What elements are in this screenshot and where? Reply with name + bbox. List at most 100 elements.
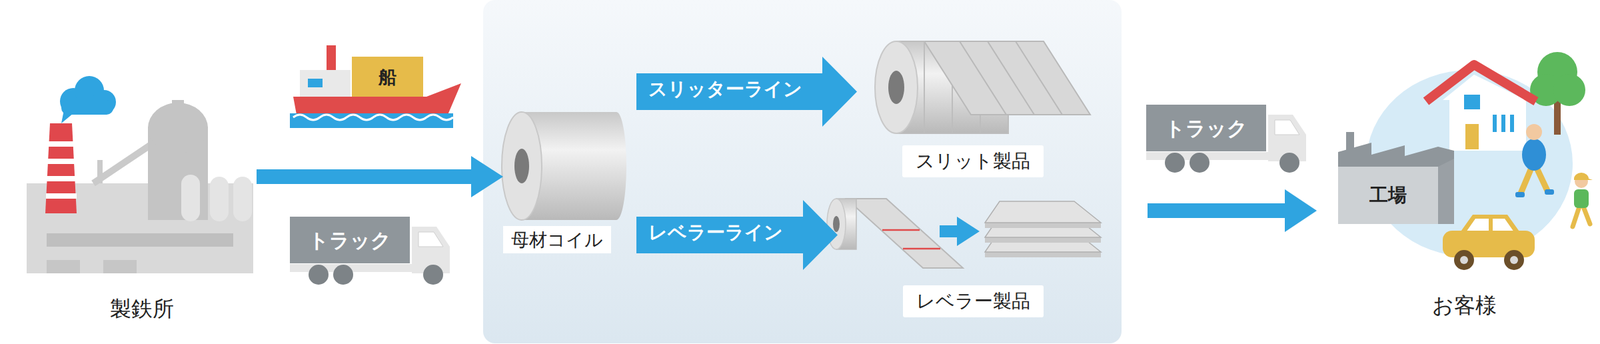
customer-scene	[1544, 189, 1555, 195]
ship-icon	[289, 45, 462, 128]
customer-scene	[1454, 249, 1475, 270]
line-name: レベラーライン	[636, 220, 837, 249]
customer-scene	[1520, 167, 1532, 194]
mother-coil: 母材コイル	[503, 99, 630, 254]
customer-scene	[1492, 218, 1515, 232]
steelworks-icon	[181, 174, 200, 222]
steelworks-icon	[45, 193, 77, 199]
node-label: 工場	[1365, 183, 1411, 208]
leveler-icon	[832, 215, 840, 232]
flow-arrow	[1284, 189, 1317, 232]
customer-scene	[1515, 191, 1525, 198]
process-line-arrow: スリッターライン	[636, 56, 857, 127]
steelworks-icon	[47, 158, 76, 164]
customer-scene	[1510, 114, 1515, 132]
ship-icon	[293, 83, 462, 115]
steelworks-icon	[61, 109, 74, 124]
leveler-icon	[939, 225, 959, 238]
truck-icon	[289, 216, 410, 264]
ship-icon	[299, 69, 351, 100]
slit-coil-icon	[924, 41, 1007, 115]
node-label: レベラー製品	[912, 289, 1035, 314]
customer-scene	[1572, 206, 1580, 227]
flow-arrow	[1147, 189, 1317, 232]
customer-scene	[1460, 255, 1469, 264]
customer-scene	[1536, 167, 1548, 191]
customer-scene	[1510, 255, 1519, 264]
steelworks-icon	[209, 176, 229, 222]
truck-icon	[333, 264, 354, 285]
steelworks-icon	[46, 233, 234, 247]
steelworks-icon	[26, 75, 254, 274]
steelworks-icon	[171, 99, 184, 107]
sheet-stack-icon	[984, 222, 1101, 228]
slit-coil-icon	[888, 70, 905, 104]
steelworks-icon	[93, 145, 150, 184]
leveler-icon	[902, 247, 941, 250]
leveler-icon	[956, 216, 980, 246]
place-name: お客様	[1428, 291, 1501, 320]
node-label: トラック	[304, 227, 396, 254]
ship-icon	[289, 113, 454, 128]
coil-icon	[514, 148, 530, 184]
customer-scene	[1574, 172, 1593, 180]
product-label: スリット製品	[902, 145, 1044, 178]
ship-icon	[293, 114, 454, 120]
steelworks-icon	[46, 259, 80, 274]
truck-box: トラック	[289, 216, 410, 264]
truck-icon	[1146, 104, 1307, 173]
steelworks-icon	[47, 141, 75, 147]
leveler-icon	[846, 198, 963, 268]
customer-scene	[1522, 138, 1547, 171]
ship-icon	[326, 45, 336, 72]
arrow-shape	[636, 199, 838, 270]
customer-scene	[1492, 114, 1497, 132]
truck-icon	[308, 264, 329, 285]
arrow-shape	[636, 56, 857, 127]
truck-box: トラック	[1146, 104, 1267, 152]
leveler-icon	[826, 198, 980, 268]
steelworks-icon	[45, 123, 77, 214]
customer-scene	[1574, 189, 1589, 208]
customer-scene	[1338, 142, 1455, 168]
steelworks: 製鉄所	[26, 73, 257, 324]
sheet-stack-icon	[984, 237, 1101, 243]
ship-icon	[351, 56, 424, 98]
sheet-stack-icon	[984, 201, 1101, 223]
customer-scene	[1338, 166, 1439, 224]
customer-scene	[1426, 64, 1537, 102]
flow-arrow	[256, 155, 504, 198]
customer-scene	[1465, 123, 1479, 150]
place-name: 製鉄所	[105, 295, 178, 324]
customer: 工場お客様	[1332, 56, 1597, 320]
customer-scene	[1526, 123, 1543, 140]
steelworks-icon	[46, 175, 76, 182]
process-panel	[483, 0, 1122, 344]
steelworks-icon	[103, 259, 137, 274]
slit-coil-icon	[874, 41, 918, 134]
slit-coil-icon	[874, 41, 1091, 134]
product-label: レベラー製品	[902, 285, 1044, 318]
coil-icon	[501, 111, 542, 220]
truck-icon	[423, 264, 444, 285]
coil-icon	[501, 111, 627, 220]
ship-icon	[307, 78, 323, 88]
steelworks-icon	[147, 102, 208, 154]
customer-scene	[1504, 249, 1525, 270]
node-label: トラック	[1160, 115, 1252, 142]
truck-icon	[289, 216, 450, 285]
customer-scene	[1466, 218, 1489, 232]
sheet-stack-icon	[984, 201, 1101, 258]
flow-arrow	[1147, 203, 1289, 218]
node-label: 船	[374, 65, 401, 89]
steelworks-icon	[233, 176, 252, 222]
ship-cargo: 船	[351, 56, 424, 98]
customer-scene	[1438, 158, 1455, 224]
leveler-icon	[882, 229, 920, 232]
process-line-arrow: レベラーライン	[636, 199, 838, 270]
node-label: 母材コイル	[503, 225, 612, 254]
customer-scene	[1338, 51, 1593, 270]
